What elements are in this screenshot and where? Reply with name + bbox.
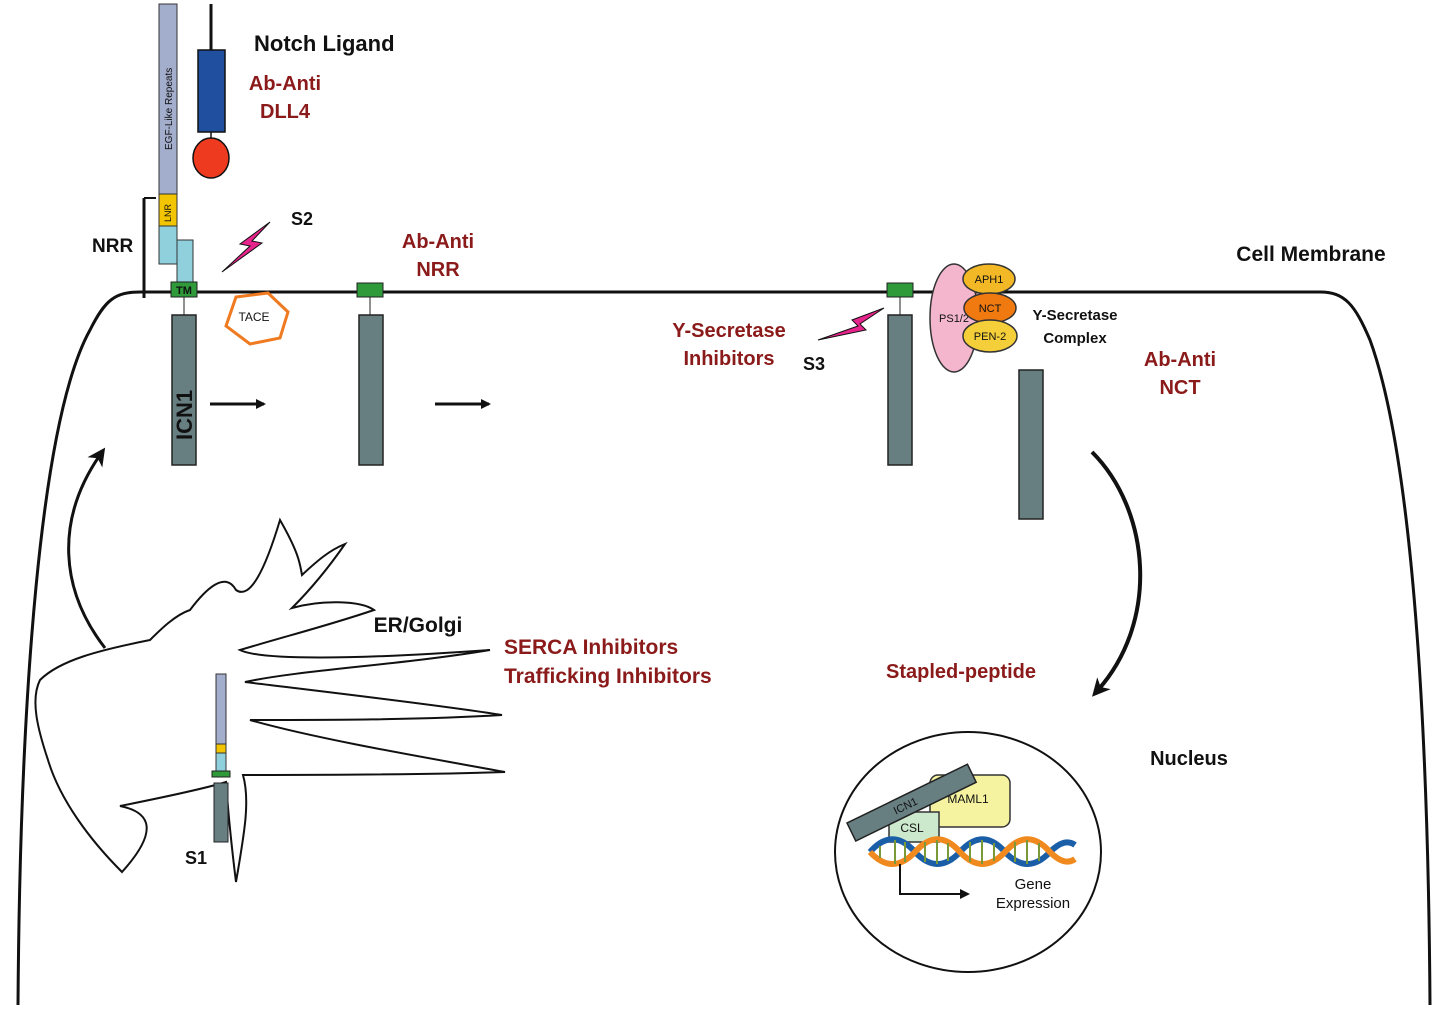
nrr-label: NRR [92,236,133,257]
nucleus-label: Nucleus [1150,748,1228,770]
s2-label: S2 [291,209,313,229]
nucleus: Nucleus MAML1 CSL ICN1 Gene Expression [834,731,1228,973]
gs-complex-line1: Y-Secretase [1032,307,1117,324]
arrow-er-to-membrane [67,447,107,649]
ab-anti-nrr-line2: NRR [416,259,460,281]
ab-anti-nct-line2: NCT [1159,377,1200,399]
icn1-label: ICN1 [172,390,197,440]
er-notch-precursor [211,673,231,843]
cell-membrane-label: Cell Membrane [1236,243,1385,266]
gene-label-line2: Expression [996,895,1070,912]
notch-receptor-s3 [886,282,914,466]
gene-label-line1: Gene [1015,876,1052,893]
maml1-label: MAML1 [947,792,989,806]
er-golgi-label: ER/Golgi [374,614,463,637]
trafficking-inhibitors-label: Trafficking Inhibitors [504,665,712,688]
cell-membrane-outline [16,290,1432,1006]
aph1-label: APH1 [975,274,1004,286]
ab-anti-dll4-line1: Ab-Anti [249,73,321,95]
dna-helix [867,836,1077,867]
tace-enzyme: TACE [224,291,290,346]
gamma-secretase-complex: PS1/2 APH1 NCT PEN-2 Y-Secretase Complex [929,263,1118,373]
tace-label: TACE [238,310,269,324]
csl-label: CSL [900,821,924,835]
released-icn [1018,369,1044,520]
ps12-label: PS1/2 [939,313,969,325]
egf-repeats-label: EGF-Like Repeats [164,68,175,150]
gs-complex-line2: Complex [1043,330,1107,347]
s3-lightning-icon: S3 [803,307,885,374]
ab-anti-dll4-line2: DLL4 [260,101,311,123]
lnr-label: LNR [163,203,173,222]
notch-ligand: Notch Ligand Ab-Anti DLL4 [192,4,395,179]
ab-anti-nrr-line1: Ab-Anti [402,231,474,253]
pen2-label: PEN-2 [974,331,1006,343]
er-golgi-shape [34,517,506,883]
gs-inhibitors-line1: Y-Secretase [672,320,785,342]
ab-anti-nct-line1: Ab-Anti [1144,349,1216,371]
notch-receptor-full: EGF-Like Repeats LNR TM ICN1 [158,3,198,466]
nct-label: NCT [979,303,1002,315]
serca-inhibitors-label: SERCA Inhibitors [504,636,678,659]
gs-inhibitors-line2: Inhibitors [683,348,774,370]
tm-label: TM [176,285,192,297]
s1-label: S1 [185,848,207,868]
arrow-to-nucleus [1090,450,1143,697]
s2-lightning-icon: S2 [221,209,313,273]
stapled-peptide-label: Stapled-peptide [886,661,1036,683]
transcription-arrow [899,864,970,899]
nrr-bracket: NRR [92,197,156,298]
notch-ligand-label: Notch Ligand [254,31,395,56]
notch-receptor-s2 [356,282,384,466]
s3-label: S3 [803,354,825,374]
